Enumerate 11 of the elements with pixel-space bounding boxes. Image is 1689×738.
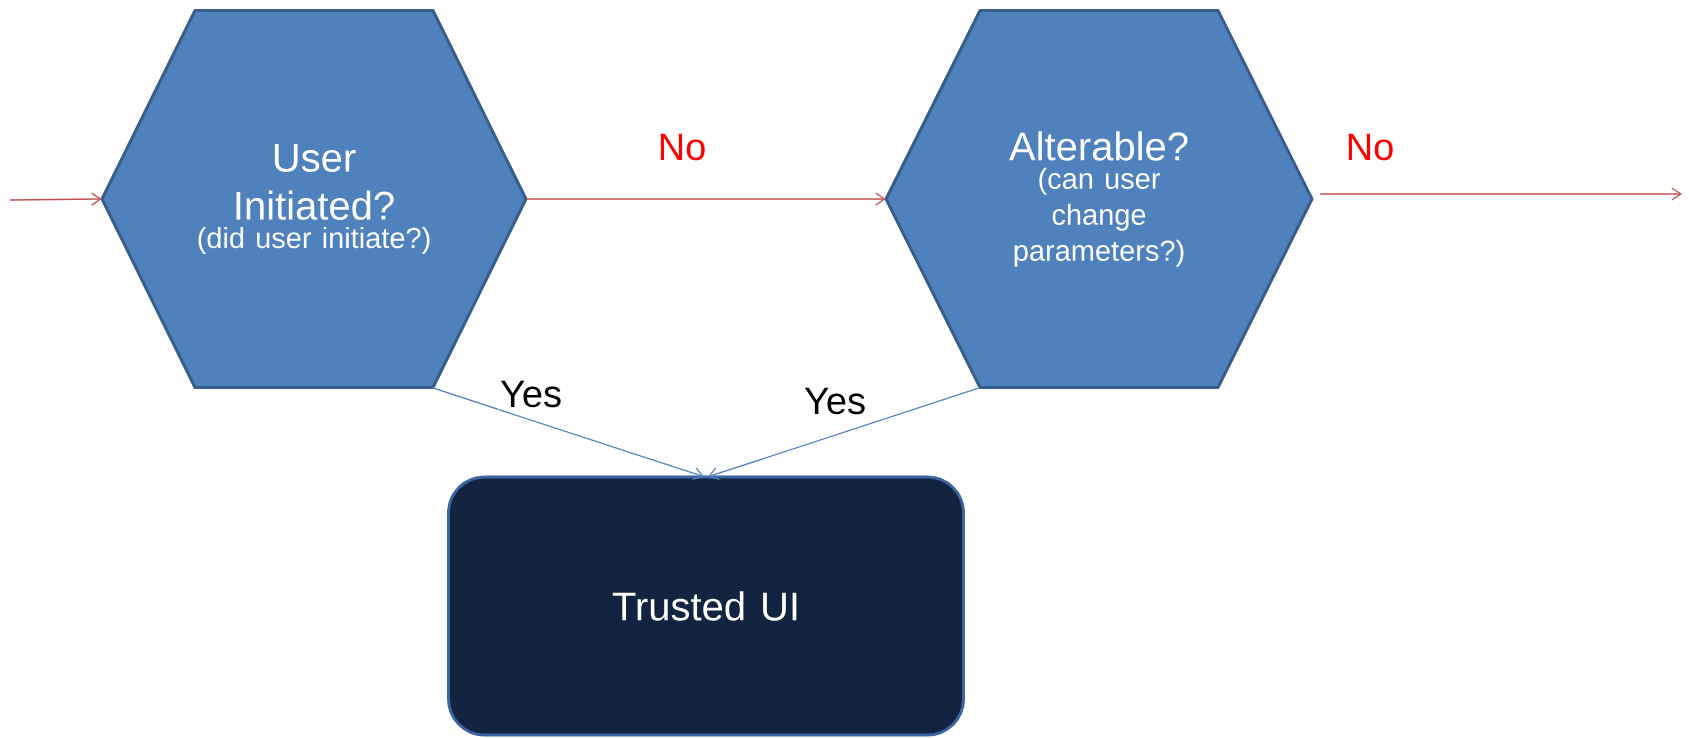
- decision-hexagon: Alterable? (can user change parameters?): [884, 9, 1314, 389]
- edge-label: No: [1343, 131, 1397, 163]
- process-box: Trusted UI: [447, 475, 965, 737]
- arrow: [9, 192, 102, 206]
- arrow: [431, 387, 704, 480]
- edge-label: Yes: [802, 385, 868, 417]
- edge-label: No: [655, 131, 709, 163]
- edge-label: Yes: [498, 378, 564, 410]
- arrow: [525, 192, 886, 206]
- arrow: [1319, 187, 1682, 201]
- arrow: [708, 387, 981, 480]
